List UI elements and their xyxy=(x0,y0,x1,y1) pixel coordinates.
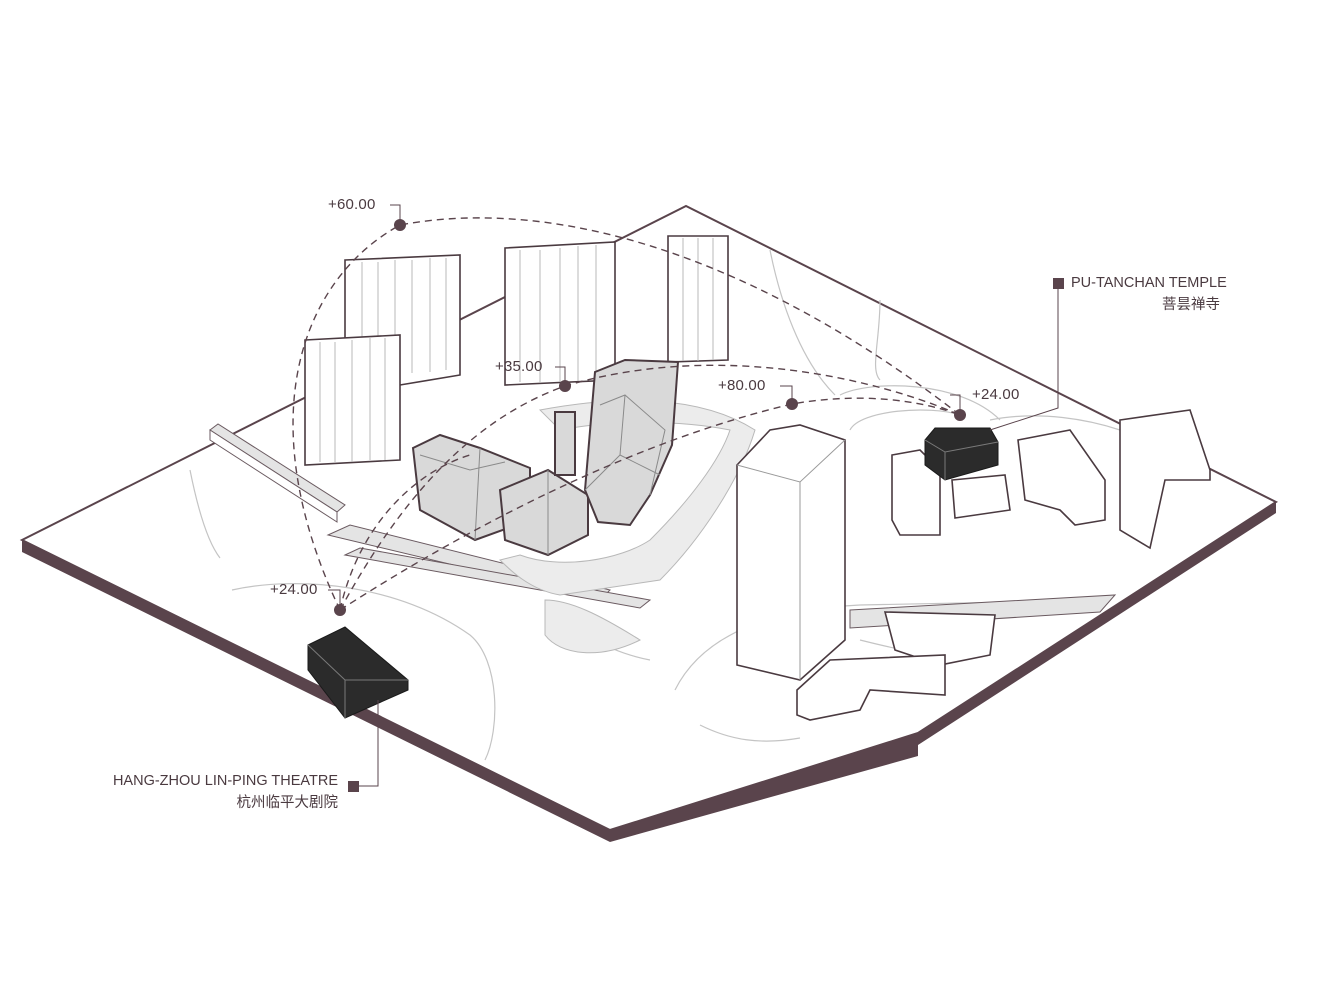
tower-2 xyxy=(304,334,401,466)
theatre-label-cn: 杭州临平大剧院 xyxy=(236,795,339,811)
curve-80 xyxy=(339,397,961,611)
proposed-building-cluster xyxy=(411,358,680,557)
marker-dot-35 xyxy=(559,380,571,392)
elevation-label-24-temple: +24.00 xyxy=(972,386,1020,403)
elevation-label-35: +35.00 xyxy=(495,358,543,375)
tower-3 xyxy=(504,241,616,386)
elevation-label-60: +60.00 xyxy=(328,196,376,213)
theatre-label-en: HANG-ZHOU LIN-PING THEATRE xyxy=(112,773,338,789)
marker-dot-80 xyxy=(786,398,798,410)
landscape-ribbon xyxy=(499,400,756,654)
high-rise-tower xyxy=(736,424,846,681)
low-rise-blocks xyxy=(796,409,1211,721)
temple-label-marker xyxy=(1053,278,1064,289)
temple-label-en: PU-TANCHAN TEMPLE xyxy=(1071,275,1227,291)
block-6 xyxy=(796,654,946,721)
marker-dot-24-theatre xyxy=(334,604,346,616)
temple-label-cn: 菩昙禅寺 xyxy=(1162,297,1220,313)
curve-60 xyxy=(292,217,961,611)
theatre-building xyxy=(307,626,409,719)
block-3 xyxy=(1017,429,1106,526)
theatre-label-marker xyxy=(348,781,359,792)
tower-4 xyxy=(667,235,729,363)
block-1 xyxy=(891,449,941,536)
site-base xyxy=(19,204,1279,842)
volume-3 xyxy=(554,411,576,476)
block-2 xyxy=(951,474,1011,519)
temple-building xyxy=(924,427,999,481)
marker-dot-60 xyxy=(394,219,406,231)
residential-towers xyxy=(304,235,729,466)
temple-leader xyxy=(989,283,1059,431)
marker-dot-24-temple xyxy=(954,409,966,421)
block-4 xyxy=(1119,409,1211,550)
elevation-label-24-theatre: +24.00 xyxy=(270,581,318,598)
block-5 xyxy=(883,611,996,666)
elevation-label-80: +80.00 xyxy=(718,377,766,394)
elevation-dots xyxy=(334,219,966,616)
